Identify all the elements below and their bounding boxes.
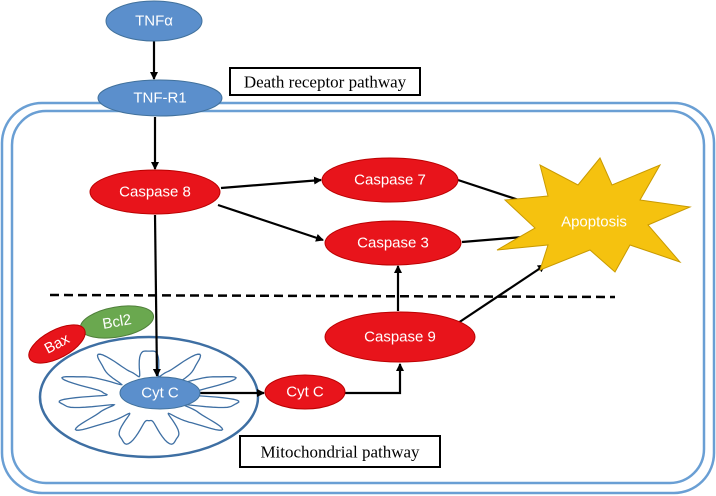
mitochondrial-pathway-label: Mitochondrial pathway xyxy=(239,435,441,468)
node-tnfa: TNFα xyxy=(105,0,203,42)
node-cytc-cytosolic-label: Cyt C xyxy=(286,384,324,401)
node-apoptosis-label: Apoptosis xyxy=(561,214,627,231)
arrow-caspase9-to-apoptosis xyxy=(454,264,546,326)
node-caspase8-label: Caspase 8 xyxy=(119,184,191,201)
node-bcl2: Bcl2 xyxy=(79,305,155,339)
node-caspase7: Caspase 7 xyxy=(321,157,459,203)
node-tnfr1-label: TNF-R1 xyxy=(133,90,186,107)
node-tnfa-label: TNFα xyxy=(135,13,173,30)
node-tnfr1: TNF-R1 xyxy=(97,79,223,117)
cell-membrane-outer xyxy=(0,101,716,495)
node-caspase9-label: Caspase 9 xyxy=(364,329,436,346)
node-bcl2-label: Bcl2 xyxy=(101,311,133,333)
node-caspase7-label: Caspase 7 xyxy=(354,172,426,189)
node-caspase8: Caspase 8 xyxy=(89,169,221,215)
cell-membrane-inner xyxy=(10,109,706,485)
death-receptor-pathway-text: Death receptor pathway xyxy=(244,73,407,92)
node-cytc-cytosolic: Cyt C xyxy=(264,374,346,410)
death-receptor-pathway-label: Death receptor pathway xyxy=(229,67,421,96)
node-bax: Bax xyxy=(28,324,86,364)
pathway-divider xyxy=(49,293,616,299)
node-apoptosis: Apoptosis xyxy=(496,157,692,273)
mitochondrion-cristae xyxy=(58,350,240,445)
node-cytc-mitochondrial: Cyt C xyxy=(119,376,201,410)
arrow-caspase8-to-cytc xyxy=(152,214,161,377)
arrow-cytc-to-caspase9 xyxy=(345,363,404,395)
node-caspase9: Caspase 9 xyxy=(324,311,476,363)
node-cytc-mitochondrial-label: Cyt C xyxy=(141,385,179,402)
node-caspase3: Caspase 3 xyxy=(324,220,462,266)
node-caspase3-label: Caspase 3 xyxy=(357,235,429,252)
arrow-caspase8-to-caspase7 xyxy=(220,176,322,190)
arrow-caspase8-to-caspase3 xyxy=(217,203,324,242)
mitochondrial-pathway-text: Mitochondrial pathway xyxy=(260,443,420,462)
